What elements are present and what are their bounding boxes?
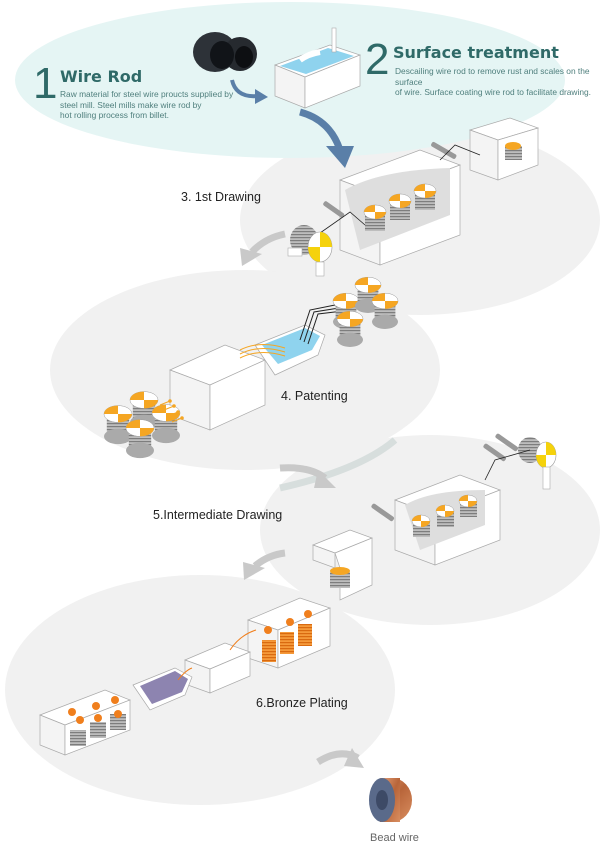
step-2-description: Descailing wire rod to remove rust and s… <box>395 66 610 98</box>
step-1-description-line: steel mill. Steel mills make wire rod by <box>60 99 202 110</box>
step-1-number: 1 <box>33 59 58 108</box>
flow-arrow-2-3 <box>298 108 344 152</box>
wire-rod-coils-illustration <box>193 32 257 72</box>
stage-label-bronze-plating: 6.Bronze Plating <box>256 696 348 710</box>
step-2-title: Surface treatment <box>393 43 559 62</box>
spool <box>371 292 399 329</box>
wire-lead-tip <box>172 404 176 408</box>
flow-arrow-3-4 <box>249 230 286 255</box>
wire-lead-tip <box>180 416 184 420</box>
flow-arrow-1-2 <box>230 79 259 99</box>
descaling-tank-illustration <box>274 27 362 109</box>
bead-wire-reel-illustration <box>369 778 412 822</box>
step-1-description: Raw material for steel wire proucts supp… <box>60 89 240 121</box>
spool <box>125 419 155 459</box>
stage-label-1st-drawing: 3. 1st Drawing <box>181 190 261 204</box>
step-2-description-line: of wire. Surface coating wire rod to fac… <box>395 87 591 97</box>
step-2-number: 2 <box>365 35 390 84</box>
spool <box>413 183 437 210</box>
stage-label-intermediate-drawing: 5.Intermediate Drawing <box>153 508 283 522</box>
take-up-reel <box>287 225 333 277</box>
spool <box>435 504 455 527</box>
spool <box>388 193 412 220</box>
patenting-illustration <box>169 304 344 431</box>
flow-arrow-5-6 <box>252 549 286 569</box>
spool <box>458 494 478 517</box>
plating-line-illustration <box>39 597 331 756</box>
spool <box>411 514 431 537</box>
step-1-title: Wire Rod <box>60 67 143 86</box>
spool <box>363 204 387 231</box>
wire-lead-tip <box>168 399 172 403</box>
spool <box>336 310 364 347</box>
wire-lead-tip <box>176 410 180 414</box>
step-1-description-line: hot rolling process from billet. <box>60 110 169 120</box>
stage-label-patenting: 4. Patenting <box>281 389 348 403</box>
step-2-description-line: Descailing wire rod to remove rust and s… <box>395 66 590 87</box>
step-1-description-line: Raw material for steel wire proucts supp… <box>60 89 234 99</box>
arc-separator <box>279 437 398 492</box>
spool <box>151 404 181 444</box>
spool <box>103 405 133 445</box>
drawing-machine-2-illustration <box>312 433 557 601</box>
drawing-machine-1-illustration <box>287 117 540 277</box>
spool <box>354 276 382 313</box>
bead-wire-caption: Bead wire <box>370 832 419 844</box>
